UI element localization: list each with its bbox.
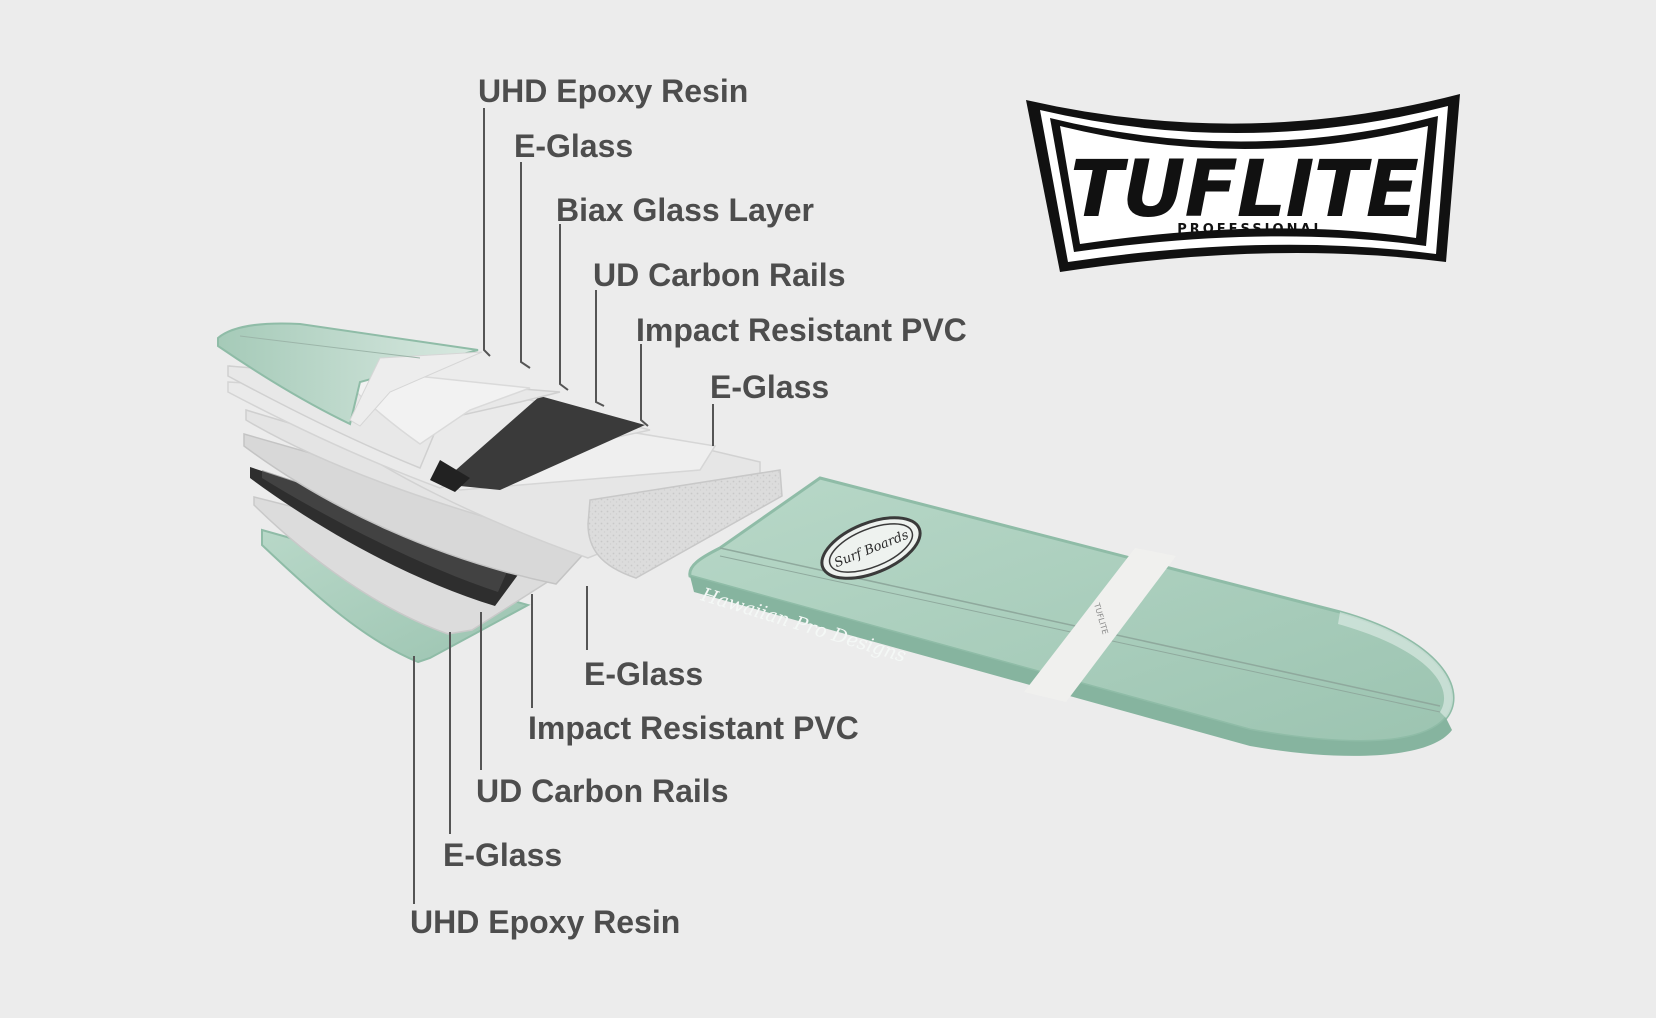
board-tail-rail-highlight [1338, 612, 1454, 718]
layer-top-epoxy-resin-white-band [349, 351, 483, 427]
board-emblem [820, 516, 922, 580]
bottom-leader-lines [413, 586, 588, 904]
callout-label: Impact Resistant PVC [528, 710, 859, 746]
layer-top-epoxy-resin [217, 322, 479, 426]
tuflite-logo: TUFLITE PROFESSIONAL [1026, 94, 1460, 272]
nose-stringer [239, 335, 421, 359]
callout-label: E-Glass [443, 837, 563, 873]
callout-label: E-Glass [710, 369, 830, 405]
leader-line-impact-pvc-top [640, 344, 649, 427]
layer-bottom-ud-carbon-rails-inner [262, 470, 515, 592]
leader-line-uhd-epoxy-resin-top [483, 108, 491, 357]
leader-line-e-glass-top [520, 162, 531, 369]
layer-top-ud-carbon-rails-hatch [430, 460, 470, 492]
board-emblem-inner-ring [828, 523, 914, 573]
logo-panel [1060, 126, 1428, 244]
layer-bottom-ud-carbon-rails [250, 467, 520, 606]
top-leader-lines [483, 108, 714, 446]
callout-label: Impact Resistant PVC [636, 312, 967, 348]
callout-label: UHD Epoxy Resin [410, 904, 681, 940]
callout-label: E-Glass [584, 656, 704, 692]
layer-foam-core-edge [587, 469, 783, 579]
leader-line-ud-carbon-rails-top [595, 290, 605, 407]
callout-label: Biax Glass Layer [556, 192, 814, 228]
exploded-layers [217, 322, 783, 664]
layer-bottom-impact-pvc [243, 433, 602, 585]
callout-label: E-Glass [514, 128, 634, 164]
callout-label: UD Carbon Rails [593, 257, 846, 293]
logo-brand-text: TUFLITE [1070, 145, 1419, 235]
white-band-stripe [1024, 548, 1176, 702]
logo-subtitle-text: PROFESSIONAL [1177, 222, 1325, 237]
callout-label: UHD Epoxy Resin [478, 73, 749, 109]
layer-top-ud-carbon-rails [440, 396, 645, 490]
callout-label: UD Carbon Rails [476, 773, 729, 809]
leader-line-biax-glass [559, 224, 569, 391]
